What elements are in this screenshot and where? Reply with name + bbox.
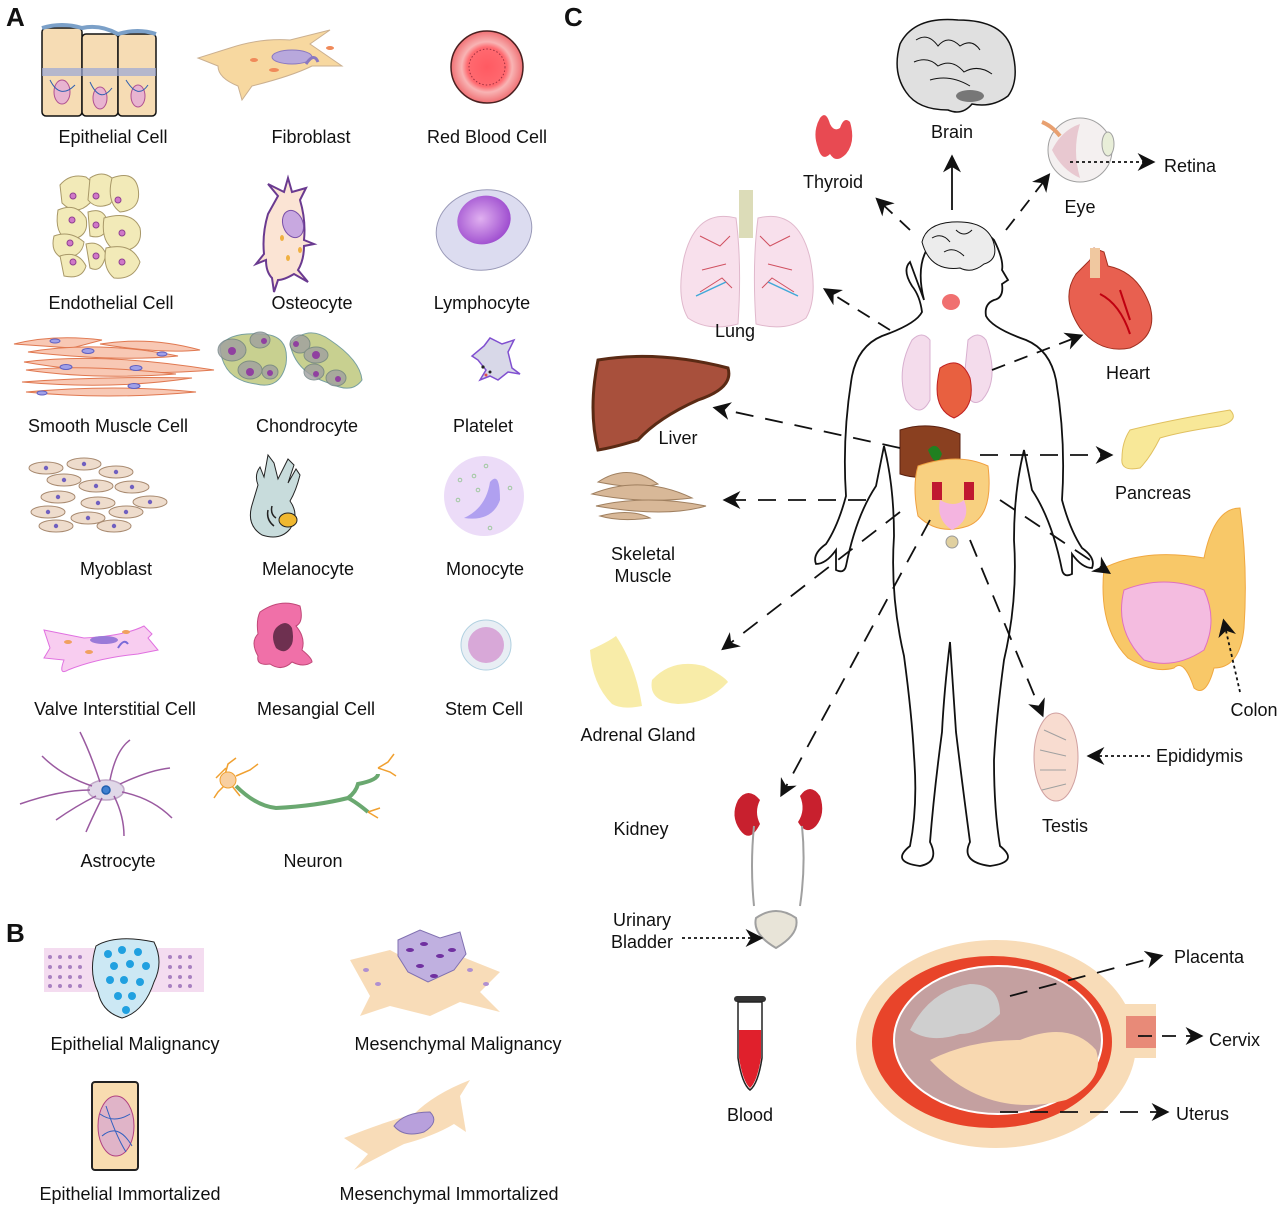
- panel-letter-c: C: [564, 2, 583, 32]
- organ-label-brain: Brain: [930, 122, 974, 142]
- thyroid-illustration: [815, 115, 853, 159]
- skeletal-muscle-illustration: [590, 472, 707, 521]
- cell-label-smooth-muscle: Smooth Muscle Cell: [27, 416, 189, 436]
- platelet-illustration: [470, 337, 521, 382]
- cell-label-stem-cell: Stem Cell: [444, 699, 524, 719]
- cell-label-melanocyte: Melanocyte: [261, 559, 355, 579]
- cell-label-monocyte: Monocyte: [445, 559, 525, 579]
- organ-label-eye: Eye: [1064, 197, 1096, 217]
- cell-label-neuron: Neuron: [283, 851, 343, 871]
- epithelial-immortalized-illustration: [91, 1081, 139, 1171]
- astrocyte-illustration: [19, 731, 173, 837]
- organ-label-placenta: Placenta: [1174, 947, 1245, 967]
- cell-label-astrocyte: Astrocyte: [80, 851, 156, 871]
- organ-label-retina: Retina: [1164, 156, 1217, 176]
- eye-illustration: [1041, 117, 1115, 183]
- organ-label-cervix: Cervix: [1209, 1030, 1261, 1050]
- liver-illustration: [591, 354, 731, 452]
- cell-label-valve-interstitial: Valve Interstitial Cell: [34, 699, 196, 719]
- testis-illustration: [1033, 712, 1079, 802]
- cell-label-chondrocyte: Chondrocyte: [255, 416, 359, 436]
- label-mesenchymal-malignancy: Mesenchymal Malignancy: [354, 1034, 562, 1054]
- organ-label-uterus: Uterus: [1176, 1104, 1230, 1124]
- myoblast-illustration: [28, 457, 168, 533]
- panel-letter-b: B: [6, 918, 25, 948]
- epithelial-malignancy-illustration: [44, 938, 204, 1019]
- organ-label-kidney: Kidney: [613, 819, 669, 839]
- body-brain: [921, 221, 996, 271]
- kidney-illustration: [734, 789, 823, 907]
- lymphocyte-illustration: [435, 189, 533, 271]
- brain-illustration: [896, 18, 1016, 113]
- melanocyte-illustration: [249, 453, 301, 538]
- valve-interstitial-cell-illustration: [43, 625, 159, 673]
- cell-label-platelet: Platelet: [452, 416, 514, 436]
- mesangial-cell-illustration: [253, 602, 313, 668]
- organ-label-lung: Lung: [714, 321, 756, 341]
- organ-label-liver: Liver: [658, 428, 698, 448]
- chondrocyte-illustration: [217, 331, 363, 389]
- cell-label-fibroblast: Fibroblast: [271, 127, 351, 147]
- leader-lines: [682, 153, 1241, 1121]
- organ-label-urinary-bladder: Urinary Bladder: [610, 910, 674, 952]
- smooth-muscle-cell-illustration: [13, 337, 215, 397]
- monocyte-illustration: [444, 456, 524, 536]
- adrenal-gland-illustration: [590, 636, 728, 708]
- organ-label-blood: Blood: [726, 1105, 774, 1125]
- human-body-outline: [814, 224, 1094, 867]
- stem-cell-illustration: [460, 619, 512, 671]
- organ-label-colon: Colon: [1230, 700, 1278, 720]
- pancreas-illustration: [1121, 409, 1234, 470]
- panel-a-illustrations: [13, 23, 533, 837]
- label-epithelial-malignancy: Epithelial Malignancy: [50, 1034, 220, 1054]
- cell-label-osteocyte: Osteocyte: [271, 293, 353, 313]
- heart-illustration: [1068, 247, 1153, 350]
- red-blood-cell-illustration: [450, 30, 524, 104]
- organ-label-thyroid: Thyroid: [802, 172, 864, 192]
- epithelial-cell-illustration: [41, 23, 157, 117]
- organ-label-testis: Testis: [1041, 816, 1089, 836]
- cell-label-mesangial: Mesangial Cell: [256, 699, 376, 719]
- panel-letter-a: A: [6, 2, 25, 32]
- cell-label-myoblast: Myoblast: [79, 559, 153, 579]
- label-mesenchymal-immortalized: Mesenchymal Immortalized: [339, 1184, 559, 1204]
- mesenchymal-malignancy-illustration: [350, 929, 500, 1016]
- label-epithelial-immortalized: Epithelial Immortalized: [39, 1184, 221, 1204]
- uterus-illustration: [856, 940, 1156, 1148]
- urinary-bladder-illustration: [754, 910, 798, 950]
- lung-illustration: [680, 190, 814, 328]
- cell-label-red-blood-cell: Red Blood Cell: [426, 127, 548, 147]
- colon-illustration: [1102, 507, 1246, 691]
- organ-label-adrenal-gland: Adrenal Gland: [580, 725, 696, 745]
- cell-label-lymphocyte: Lymphocyte: [433, 293, 531, 313]
- fibroblast-illustration: [196, 29, 344, 102]
- body-internal-organs: [899, 294, 993, 549]
- endothelial-cell-illustration: [52, 173, 142, 279]
- organ-label-heart: Heart: [1105, 363, 1151, 383]
- neuron-illustration: [213, 753, 397, 819]
- organ-label-epididymis: Epididymis: [1156, 746, 1244, 766]
- cell-label-epithelial: Epithelial Cell: [58, 127, 168, 147]
- blood-tube-illustration: [734, 996, 766, 1091]
- cell-label-endothelial: Endothelial Cell: [48, 293, 174, 313]
- panel-b-illustrations: [44, 929, 500, 1171]
- osteocyte-illustration: [252, 174, 318, 293]
- organ-label-skeletal-muscle: Skeletal Muscle: [610, 544, 676, 586]
- mesenchymal-immortalized-illustration: [344, 1080, 470, 1170]
- organ-label-pancreas: Pancreas: [1114, 483, 1192, 503]
